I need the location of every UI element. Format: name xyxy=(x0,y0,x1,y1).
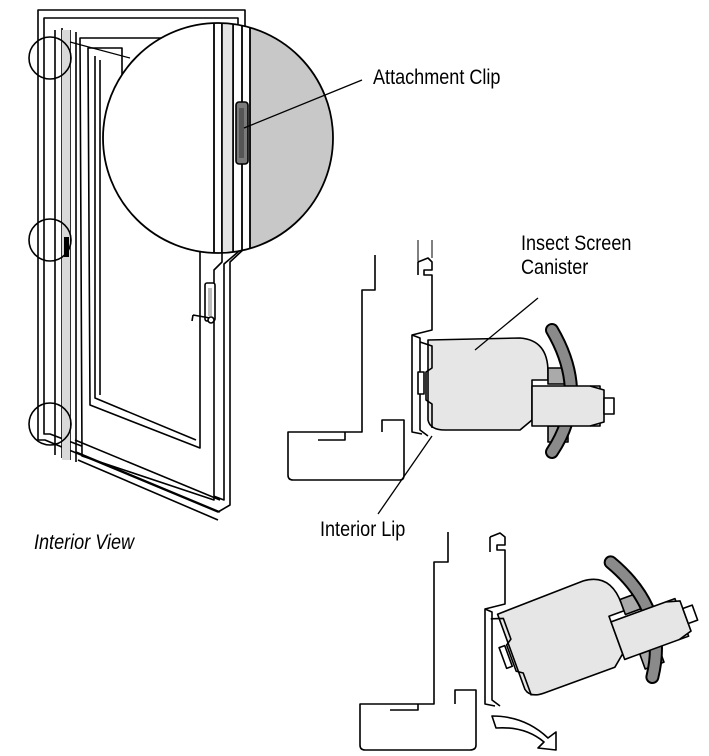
leader-canister xyxy=(474,297,539,351)
leader-attachment-clip xyxy=(243,79,363,129)
label-insect-screen-canister: Insect Screen Canister xyxy=(521,232,631,280)
canister-section-bottom xyxy=(359,532,699,751)
label-interior-view: Interior View xyxy=(34,531,135,554)
rotation-arrow xyxy=(491,715,557,751)
label-canister-line2: Canister xyxy=(521,256,589,279)
door-threshold xyxy=(74,439,221,521)
label-canister-line1: Insect Screen xyxy=(521,232,632,255)
detail-circle-top xyxy=(28,36,72,80)
detail-circle-bottom xyxy=(28,402,72,446)
label-attachment-clip: Attachment Clip xyxy=(373,66,501,89)
leader-interior-lip xyxy=(377,435,433,515)
magnified-detail xyxy=(102,22,334,254)
label-interior-lip: Interior Lip xyxy=(320,518,406,541)
detail-circle-middle xyxy=(28,218,72,262)
canister-body xyxy=(427,337,549,431)
door-handle xyxy=(191,282,216,324)
